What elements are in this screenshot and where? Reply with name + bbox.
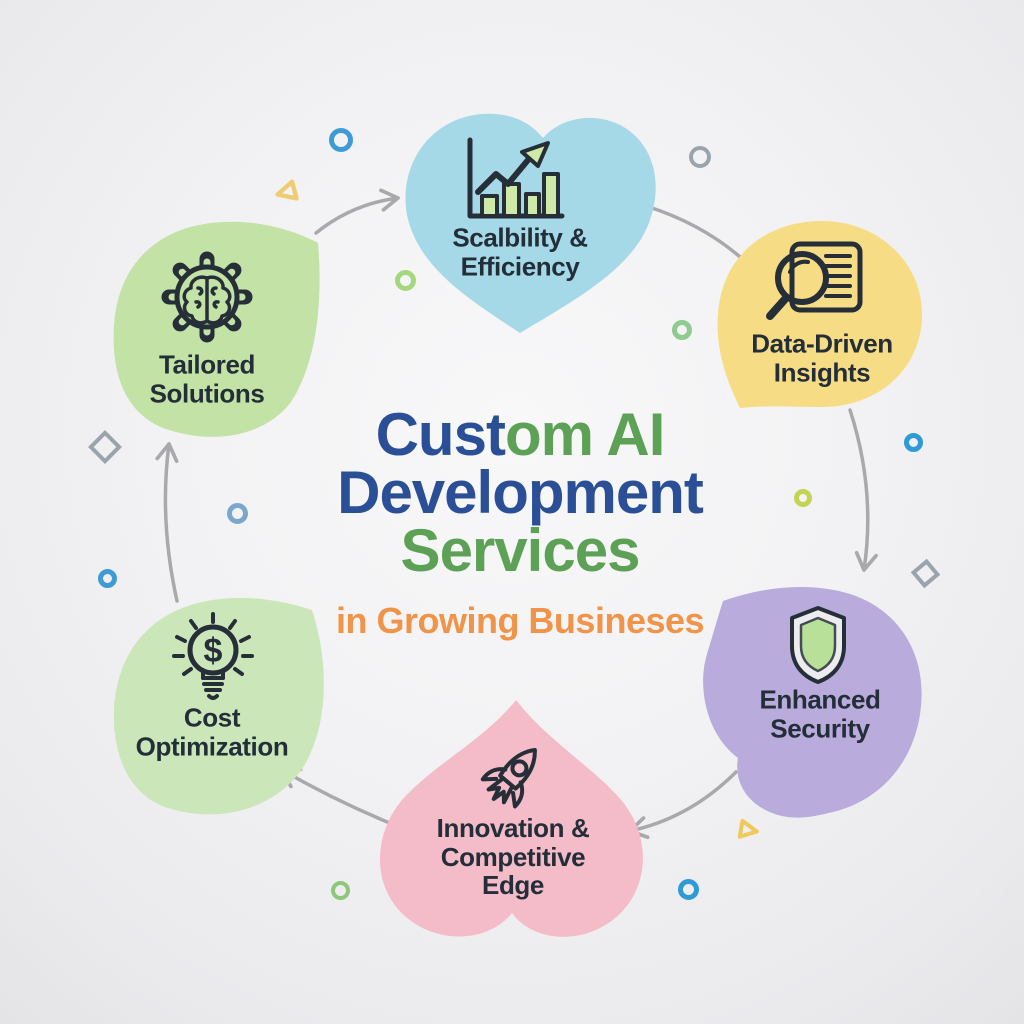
title-line-2: Development bbox=[337, 459, 704, 526]
blob-innovation[interactable] bbox=[379, 700, 643, 937]
label-security: Enhanced Security bbox=[759, 684, 881, 743]
growth-chart-icon bbox=[467, 137, 565, 219]
title-ai-green: om AI bbox=[504, 401, 665, 468]
arrow-security-to-innovation bbox=[628, 770, 738, 840]
label-tailored: Tailored Solutions bbox=[149, 349, 265, 408]
decor-circle bbox=[329, 128, 353, 152]
decor-circle bbox=[677, 878, 699, 900]
label-innovation: Innovation & Competitive Edge bbox=[436, 813, 590, 901]
blob-tailored[interactable] bbox=[113, 221, 320, 437]
title-line-1: Custom AI bbox=[200, 405, 840, 465]
gear-brain-icon bbox=[161, 251, 253, 343]
decor-circle bbox=[689, 146, 711, 168]
title-line-3: Services bbox=[400, 517, 641, 584]
blob-data-driven[interactable] bbox=[717, 220, 923, 408]
label-data-driven: Data-Driven Insights bbox=[751, 328, 893, 387]
arrow-datadriven-to-security bbox=[848, 408, 878, 572]
decor-circle bbox=[394, 269, 416, 291]
magnifier-document-icon bbox=[766, 241, 863, 320]
label-cost: Cost Optimization bbox=[135, 702, 289, 761]
bulb-dollar-icon: $ bbox=[172, 612, 254, 700]
connector-arcs bbox=[155, 188, 878, 840]
arrow-tailored-to-scalability bbox=[314, 188, 400, 235]
shield-icon bbox=[790, 606, 846, 684]
decor-circle bbox=[794, 489, 812, 507]
rocket-icon bbox=[480, 747, 537, 809]
arrow-cost-to-tailored bbox=[155, 442, 179, 603]
decor-triangle bbox=[275, 179, 299, 201]
decor-circle bbox=[97, 568, 117, 588]
title-subtitle: in Growing Busineses bbox=[335, 600, 705, 641]
decor-circle bbox=[903, 432, 923, 452]
label-scalability: Scalbility & Efficiency bbox=[452, 222, 588, 281]
title-custom-blue: Cust bbox=[375, 401, 506, 468]
blob-cost[interactable] bbox=[113, 597, 324, 815]
decor-triangle bbox=[737, 818, 759, 839]
decor-circle bbox=[226, 502, 248, 524]
decor-circle bbox=[672, 320, 692, 340]
svg-text:$: $ bbox=[204, 632, 223, 670]
center-title: Custom AI Development Services in Growin… bbox=[200, 405, 840, 642]
blob-security[interactable] bbox=[703, 586, 922, 818]
arrow-innovation-to-cost bbox=[280, 767, 394, 826]
decor-circle bbox=[330, 880, 350, 900]
